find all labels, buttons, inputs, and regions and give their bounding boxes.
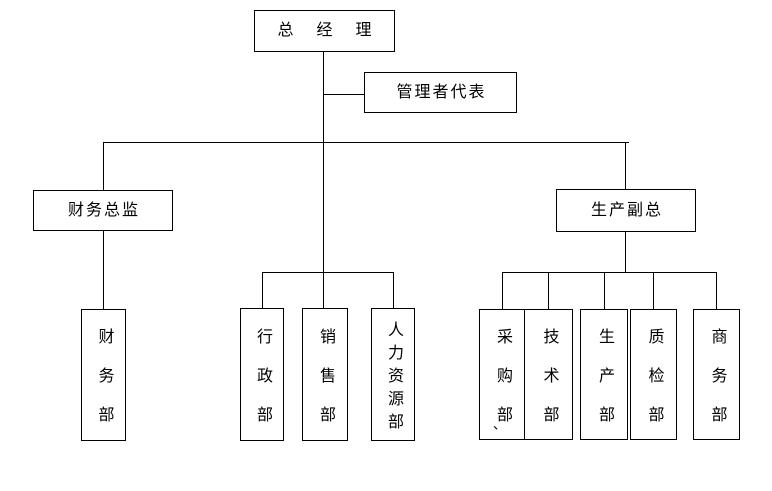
- connector-right-bar: [502, 272, 717, 273]
- connector-main-bar: [103, 142, 629, 143]
- node-purchasing-dept: 采购部: [479, 309, 525, 445]
- stray-mark: 、: [493, 417, 507, 432]
- node-qc-dept: 质检部: [630, 309, 677, 445]
- node-production-dept: 生产部: [580, 309, 628, 445]
- node-production-vp-label: 生产副总: [590, 201, 663, 219]
- connector-right-drop: [625, 142, 626, 189]
- connector-left-drop: [103, 142, 104, 190]
- node-general-manager: 总 经 理: [254, 10, 395, 52]
- node-management-representative-label: 管理者代表: [396, 83, 487, 101]
- node-hr-dept: 人力资源部: [371, 308, 415, 441]
- node-qc-dept-label: 质检部: [645, 327, 663, 445]
- node-management-representative: 管理者代表: [364, 72, 517, 113]
- node-finance-director: 财务总监: [33, 190, 173, 231]
- connector-tech-drop: [548, 272, 549, 309]
- node-purchasing-dept-label: 采购部: [494, 327, 511, 445]
- node-production-vp: 生产副总: [556, 189, 696, 232]
- node-admin-dept-label: 行政部: [254, 327, 271, 445]
- connector-admin-drop: [262, 272, 263, 308]
- connector-hr-drop: [393, 272, 394, 308]
- connector-commerce-drop: [716, 272, 717, 309]
- node-commerce-dept-label: 商务部: [708, 327, 726, 445]
- connector-main-vertical: [323, 52, 324, 308]
- node-finance-dept-label: 财务部: [95, 328, 113, 445]
- node-finance-dept: 财务部: [81, 309, 126, 445]
- connector-purchasing-drop: [502, 272, 503, 309]
- connector-production-dept-drop: [604, 272, 605, 309]
- node-admin-dept: 行政部: [240, 308, 284, 445]
- connector-management-rep-branch: [323, 94, 364, 95]
- connector-middle-bar: [262, 272, 393, 273]
- node-production-dept-label: 生产部: [596, 327, 613, 445]
- connector-qc-drop: [653, 272, 654, 309]
- node-tech-dept: 技术部: [524, 309, 573, 445]
- node-general-manager-label: 总 经 理: [277, 22, 377, 39]
- node-hr-dept-label: 人力资源部: [385, 320, 402, 436]
- connector-production-vp-drop: [625, 232, 626, 273]
- node-finance-director-label: 财务总监: [67, 201, 140, 219]
- node-sales-dept: 销售部: [302, 308, 348, 445]
- node-sales-dept-label: 销售部: [317, 327, 334, 445]
- node-tech-dept-label: 技术部: [540, 327, 558, 445]
- node-commerce-dept: 商务部: [693, 309, 740, 445]
- connector-finance-director-drop: [103, 231, 104, 309]
